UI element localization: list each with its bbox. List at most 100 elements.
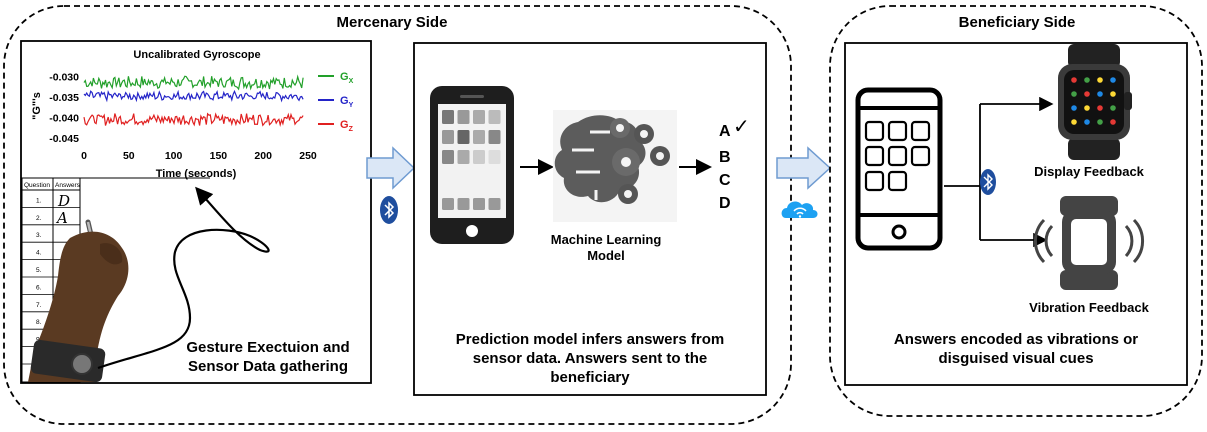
ml-label-line1: Machine Learning (551, 232, 662, 247)
y-tick-label: -0.040 (49, 112, 79, 124)
smartphone-icon (855, 87, 943, 251)
smartwatch-icon (1033, 196, 1145, 290)
smartphone-icon (430, 86, 514, 244)
dock-tile (473, 198, 485, 210)
watch-dot (1084, 105, 1090, 111)
dock-tile (442, 198, 454, 210)
vibration-feedback-label: Vibration Feedback (1029, 300, 1149, 315)
beneficiary-region (829, 5, 1203, 417)
gesture-caption-line2: Sensor Data gathering (188, 358, 348, 375)
watch-dot (1110, 105, 1116, 111)
chart-title: Uncalibrated Gyroscope (133, 49, 260, 61)
app-tile (473, 150, 485, 164)
watch-dot (1084, 91, 1090, 97)
prediction-caption-line3: beneficiary (550, 369, 630, 386)
sheet-row-number: 7. (36, 302, 42, 309)
app-tile (887, 120, 908, 142)
x-tick-label: 250 (299, 150, 317, 162)
y-tick-label: -0.045 (49, 133, 79, 145)
y-tick-label: -0.035 (49, 92, 79, 104)
sheet-row-number: 2. (36, 215, 42, 222)
beneficiary-caption-line2: disguised visual cues (938, 350, 1093, 367)
x-tick-label: 200 (254, 150, 272, 162)
sheet-row-number: 1. (36, 197, 42, 204)
x-tick-label: 50 (123, 150, 135, 162)
answer-d: D (719, 195, 731, 212)
app-tile (864, 145, 885, 167)
app-tile (910, 145, 931, 167)
sheet-written-2: A (55, 209, 68, 227)
flow-arrow-2 (776, 146, 832, 190)
app-tile (457, 110, 470, 124)
mercenary-title: Mercenary Side (337, 14, 448, 31)
bluetooth-icon (380, 196, 398, 224)
phone-app-grid (864, 120, 931, 192)
watch-dot (1071, 77, 1077, 83)
chart-series (83, 74, 304, 127)
app-tile (910, 120, 931, 142)
ml-label-line2: Model (587, 248, 625, 263)
app-tile (488, 110, 501, 124)
beneficiary-title: Beneficiary Side (959, 14, 1076, 31)
prediction-caption-line1: Prediction model infers answers from (456, 331, 724, 348)
app-tile (473, 130, 485, 144)
bluetooth-icon (980, 169, 996, 195)
answer-b: B (719, 149, 731, 166)
sheet-row-number: 5. (36, 267, 42, 274)
sheet-row-number: 3. (36, 232, 42, 239)
watch-dot (1071, 105, 1077, 111)
series-line-gy (83, 89, 304, 103)
watch-dot (1097, 77, 1103, 83)
watch-dot (1097, 91, 1103, 97)
display-feedback-label: Display Feedback (1034, 164, 1145, 179)
wifi-cloud-icon (781, 201, 818, 218)
gesture-caption-line1: Gesture Exectuion and (186, 339, 349, 356)
dock-tile (488, 198, 501, 210)
sheet-header-answers: Answers (55, 182, 81, 189)
watch-dot (1084, 119, 1090, 125)
watch-display-dots (1071, 77, 1116, 125)
watch-dot (1097, 105, 1103, 111)
gyroscope-chart: Uncalibrated Gyroscope "G"'s Time (secon… (31, 49, 354, 180)
app-tile (864, 120, 885, 142)
app-tile (442, 150, 454, 164)
app-tile (488, 130, 501, 144)
app-tile (457, 150, 470, 164)
app-tile (442, 130, 454, 144)
watch-dot (1097, 119, 1103, 125)
app-tile (887, 170, 908, 192)
x-tick-label: 100 (165, 150, 183, 162)
series-line-gx (83, 74, 304, 91)
app-tile (887, 145, 908, 167)
sheet-row-number: 4. (36, 250, 42, 257)
chart-ylabel: "G"'s (31, 92, 43, 120)
app-tile (442, 110, 454, 124)
watch-dot (1110, 77, 1116, 83)
prediction-caption-line2: sensor data. Answers sent to the (473, 350, 708, 367)
flow-arrow-1 (366, 146, 416, 190)
app-tile (488, 150, 501, 164)
app-tile (864, 170, 885, 192)
dock-tile (457, 198, 470, 210)
watch-dot (1071, 91, 1077, 97)
chart-xlabel: Time (seconds) (156, 168, 237, 180)
x-tick-label: 0 (81, 150, 87, 162)
watch-dot (1110, 119, 1116, 125)
phone-app-grid (442, 110, 501, 210)
sheet-header-question: Question (24, 182, 50, 189)
series-line-gz (83, 112, 304, 127)
brain-gears-icon (553, 110, 677, 222)
phone-to-watches-connector (944, 96, 1054, 248)
hand-pen-icon (28, 219, 129, 383)
gesture-to-chart-arrow (97, 186, 270, 370)
x-tick-label: 150 (210, 150, 228, 162)
sheet-written-1: D (57, 192, 70, 210)
beneficiary-caption-line1: Answers encoded as vibrations or (894, 331, 1138, 348)
sheet-row-number: 8. (36, 319, 42, 326)
app-tile (473, 110, 485, 124)
watch-dot (1071, 119, 1077, 125)
sheet-row-number: 6. (36, 284, 42, 291)
answer-a: A (719, 123, 731, 140)
